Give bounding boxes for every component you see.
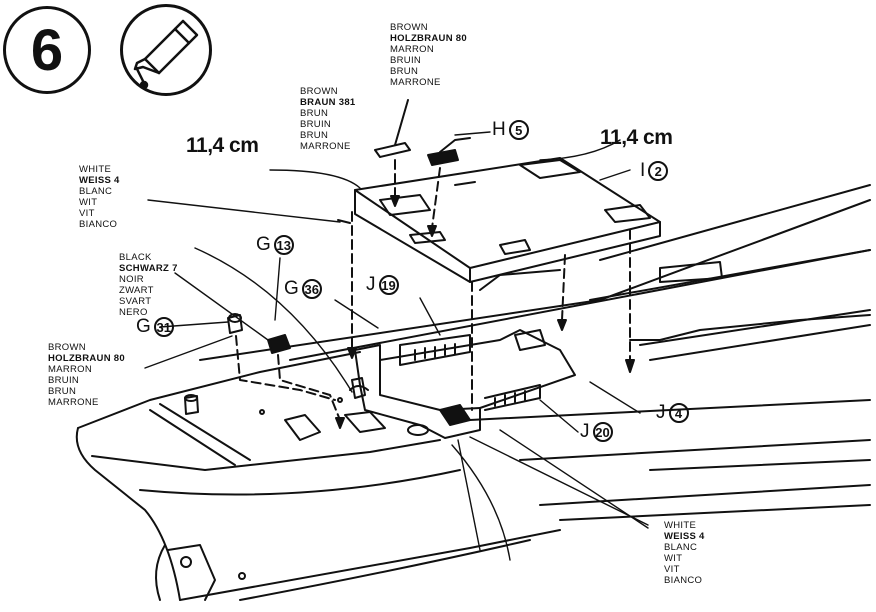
label-brown-braun381: BROWN BRAUN 381 BRUN BRUIN BRUN MARRONE	[300, 86, 356, 152]
label-white-weiss-bottom: WHITE WEISS 4 BLANC WIT VIT BIANCO	[664, 520, 705, 586]
glue-tube-icon	[120, 4, 212, 96]
label-white-weiss-left: WHITE WEISS 4 BLANC WIT VIT BIANCO	[79, 164, 120, 230]
deck-fittings	[184, 313, 386, 441]
small-parts	[374, 99, 471, 166]
label-brown-holzbraun-left: BROWN HOLZBRAUN 80 MARRON BRUIN BRUN MAR…	[48, 342, 125, 408]
measurement-right: 11,4 cm	[600, 126, 673, 149]
assembly-arrows	[335, 195, 635, 429]
assembly-guides	[235, 159, 631, 421]
deck-lines	[199, 184, 871, 361]
lower-deckhouse	[351, 329, 576, 439]
label-black-schwarz: BLACK SCHWARZ 7 NOIR ZWART SVART NERO	[119, 252, 178, 318]
superstructure-i2	[354, 157, 661, 283]
leader-lines	[144, 131, 649, 561]
measurement-left: 11,4 cm	[186, 134, 259, 157]
hull	[75, 249, 871, 601]
label-brown-holzbraun-top: BROWN HOLZBRAUN 80 MARRON BRUIN BRUN MAR…	[390, 22, 467, 88]
step-number: 6	[3, 6, 91, 94]
